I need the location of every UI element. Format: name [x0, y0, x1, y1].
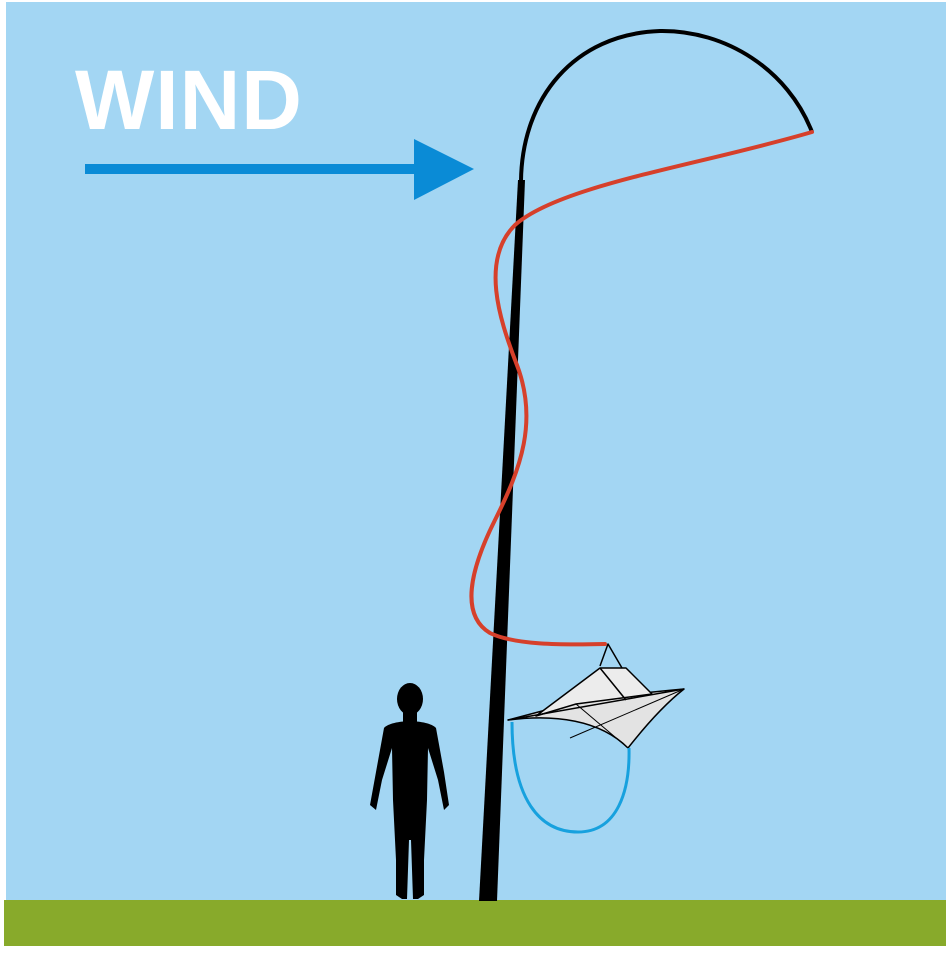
kite-line: [469, 130, 814, 647]
ground-strip: [4, 900, 946, 946]
wind-arrow-icon: [85, 139, 474, 200]
sled-kite-icon: [507, 643, 685, 749]
bridle-loop: [510, 721, 631, 834]
person-silhouette-icon: [370, 683, 449, 899]
wind-label: WIND: [75, 53, 303, 147]
pole-arc: [519, 28, 814, 182]
sky-background: [6, 2, 946, 902]
